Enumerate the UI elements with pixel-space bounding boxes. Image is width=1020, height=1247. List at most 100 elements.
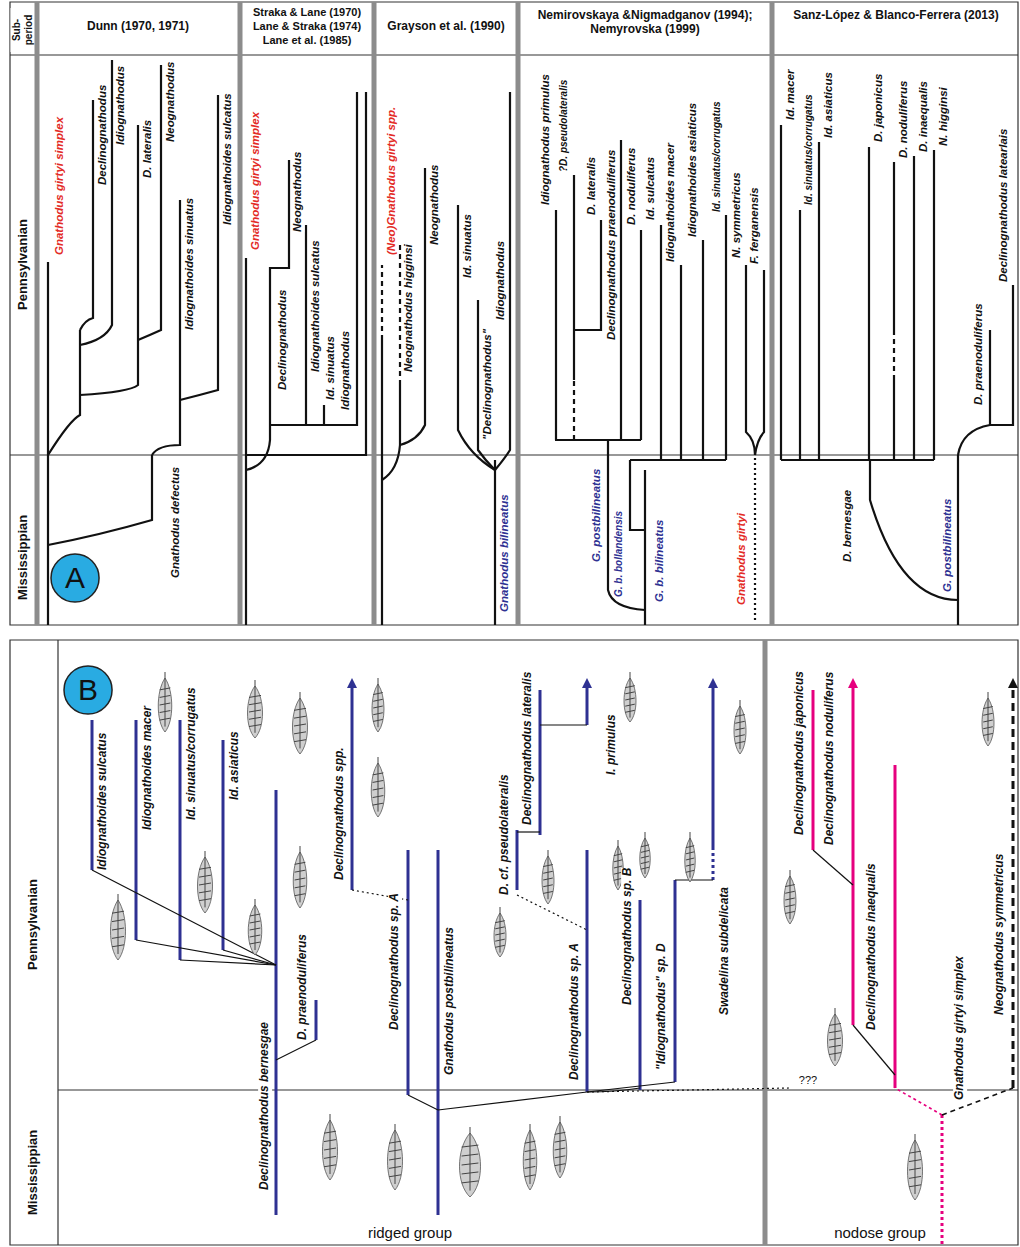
taxon-name: Declinognathodus: [276, 290, 289, 390]
column-heading: Lane et al. (1985): [263, 34, 352, 47]
tree-branch: [781, 459, 934, 461]
conodont-ridges: [625, 672, 635, 718]
tree-branch: [222, 740, 225, 950]
tree-branch: [812, 690, 815, 850]
taxon-name: Idiognathoides sinuatus: [183, 198, 196, 330]
taxon-name: D. praenoduliferus: [296, 934, 310, 1040]
taxon-name: F. ferganensis: [748, 187, 761, 264]
conodont-ridges: [641, 832, 649, 874]
tree-branch: [1012, 684, 1015, 1088]
taxon-name: Id. sinuatus/corrugatus: [803, 94, 815, 205]
taxon-name: Gnathodus girtyi simplex: [249, 112, 262, 250]
conodont-element: [198, 851, 213, 913]
conodont-ridges: [112, 894, 124, 954]
conodont-element: [982, 692, 994, 746]
tree-branch: [91, 720, 94, 870]
tree-branch: [555, 210, 557, 440]
taxon-name: Declinognathodus spp.: [333, 747, 347, 880]
panel-letter: A: [65, 563, 85, 593]
taxon-name: G. postbilineatus: [590, 469, 603, 562]
taxon-name: Neognathodus higginsi: [402, 244, 415, 372]
conodont-element: [624, 672, 636, 722]
taxon-name: Idiognathodus: [114, 66, 127, 145]
conodont-figures: [111, 672, 995, 1200]
taxon-name: D. noduliferus: [625, 148, 638, 225]
tree-branch: [799, 210, 801, 460]
tree-branch: [941, 1115, 944, 1245]
taxon-name: Swadelina subdelicata: [718, 887, 732, 1015]
tree-branch: [755, 270, 764, 455]
taxon-name: Declinognathodus latearlais: [997, 129, 1010, 282]
taxon-name: D. lateralis: [141, 120, 154, 178]
tree-branch: [853, 1025, 895, 1075]
tree-branch: [351, 684, 354, 890]
tree-branch: [640, 230, 642, 440]
taxon-name: Idiognathoides macer: [141, 706, 155, 830]
tree-branch: [573, 380, 575, 440]
conodont-element: [685, 832, 696, 882]
taxon-name: Idiognathoides sulcatus: [96, 733, 110, 870]
conodont-ridges: [389, 1124, 401, 1184]
tree-branch: [437, 850, 440, 1215]
tree-branch: [675, 879, 713, 880]
conodont-element: [734, 700, 746, 754]
tree-branch: [620, 140, 622, 440]
panel-badge: B: [62, 664, 114, 716]
conodont-ridges: [909, 1134, 921, 1194]
taxon-name: D. inaequalis: [917, 81, 930, 152]
tree-branch: [323, 405, 325, 425]
taxon-name: D. noduliferus: [897, 81, 910, 158]
uncertainty-mark: ???: [799, 1074, 817, 1087]
conodont-element: [248, 899, 262, 955]
group-label: ridged group: [368, 1224, 452, 1241]
group-label: nodose group: [834, 1224, 926, 1241]
tree-branch: [246, 92, 366, 455]
taxon-name: "Declinognathodus": [481, 329, 494, 440]
taxon-name: G. b. bilineatus: [653, 520, 666, 602]
conodont-ridges: [686, 832, 694, 878]
column-heading: Sanz-López & Blanco-Ferrera (2013): [784, 9, 1009, 23]
conodont-ridges: [249, 680, 261, 733]
tree-branch: [180, 95, 218, 400]
taxon-name: G. b. bollandensis: [613, 511, 625, 597]
conodont-element: [323, 1114, 338, 1180]
tree-branch: [630, 460, 645, 530]
taxon-name: "Idiognathodus" sp. D: [655, 943, 669, 1070]
taxon-name: Neognathodus symmetricus: [993, 854, 1007, 1015]
taxon-name: Neognathodus: [164, 62, 177, 143]
conodont-element: [553, 1116, 567, 1178]
tree-branch: [712, 850, 715, 880]
tree-branch: [586, 684, 589, 725]
conodont-ridges: [735, 700, 745, 749]
conodont-element: [158, 672, 172, 732]
tree-branch: [382, 385, 400, 480]
column-heading: Sub-period: [11, 8, 34, 52]
conodont-ridges: [785, 870, 795, 919]
tree-branch: [780, 125, 782, 460]
conodont-ridges: [295, 846, 306, 902]
column-heading: Lane & Straka (1974): [253, 20, 361, 33]
taxon-name: D. japonicus: [872, 74, 885, 142]
conodont-element: [828, 1008, 843, 1066]
tree-branch: [933, 150, 935, 460]
panel-badge: A: [49, 552, 101, 604]
tree-lines: [10, 2, 1018, 1245]
tree-branch: [587, 1088, 790, 1092]
conodont-element: [640, 832, 651, 878]
tree-branch: [179, 720, 182, 960]
tree-branch: [47, 262, 49, 625]
tree-branch: [35, 2, 40, 625]
conodont-ridges: [294, 692, 306, 748]
tree-branch: [702, 240, 704, 460]
taxon-name: D. praenoduliferus: [972, 303, 985, 405]
taxon-name: Idiognathodus: [339, 331, 352, 410]
taxon-name: Declinognathodus bernesgae: [258, 1022, 272, 1190]
tree-branch: [270, 92, 357, 425]
conodont-element: [388, 1124, 403, 1190]
tree-branch: [399, 245, 401, 385]
column-heading: Nemirovskaya &Nigmadganov (1994); Nemyro…: [535, 9, 755, 37]
tree-branch: [10, 454, 1018, 455]
tree-branch: [893, 162, 895, 330]
tree-branch: [135, 720, 138, 940]
tree-branch: [586, 850, 589, 1092]
